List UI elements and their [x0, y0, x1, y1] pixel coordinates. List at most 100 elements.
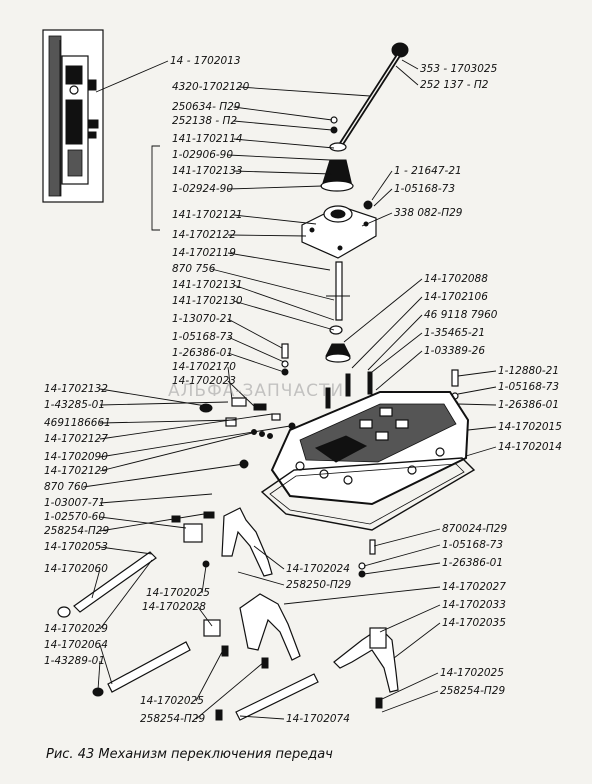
- part-label: 1-05168-73: [172, 331, 233, 343]
- part-label: 1-35465-21: [424, 327, 485, 339]
- part-label: 14-1702088: [424, 273, 488, 285]
- leader-line: [227, 380, 255, 407]
- leader-line: [233, 284, 335, 321]
- leader-line: [373, 528, 441, 547]
- lever-housing: [301, 205, 377, 259]
- part-label: 14-1702132: [44, 383, 108, 395]
- part-label: 258254-П29: [440, 685, 505, 697]
- part-label: 14-1702060: [44, 563, 108, 575]
- part-label: 1-02570-60: [44, 511, 105, 523]
- part-label: 14-1702053: [44, 541, 108, 553]
- leader-line: [227, 352, 285, 373]
- leader-line: [239, 86, 371, 97]
- part-label: 1-26386-01: [442, 557, 503, 569]
- leader-line: [227, 154, 331, 161]
- detent-parts: [199, 397, 296, 469]
- leader-line: [467, 426, 497, 431]
- leader-line: [351, 296, 423, 369]
- leader-line: [197, 606, 213, 627]
- part-label: 1 - 21647-21: [394, 165, 462, 177]
- leader-line: [395, 65, 419, 86]
- leader-line: [227, 252, 331, 271]
- leader-line: [99, 401, 229, 406]
- leader-line: [227, 318, 283, 349]
- part-label: 141-1702131: [172, 279, 243, 291]
- part-label: 870024-П29: [442, 523, 507, 535]
- part-label: 14-1702064: [44, 639, 108, 651]
- leader-line: [373, 188, 393, 207]
- lever-rod: [325, 261, 351, 363]
- leader-line: [393, 622, 441, 659]
- leader-line: [457, 386, 497, 395]
- leader-line: [381, 690, 439, 713]
- part-label: 870 760: [44, 481, 88, 493]
- leader-line: [363, 562, 441, 575]
- leader-line: [195, 661, 265, 720]
- part-label: 1-02924-90: [172, 183, 233, 195]
- leader-line: [239, 715, 285, 720]
- gear-lever: [330, 42, 409, 148]
- leader-line: [233, 138, 335, 149]
- part-label: 14-1702015: [498, 421, 562, 433]
- leader-line: [83, 463, 245, 488]
- part-label: 14-1702122: [172, 229, 236, 241]
- shift-fork-upper: [171, 507, 273, 577]
- part-label: 4691186661: [44, 417, 111, 429]
- leader-line: [233, 106, 333, 121]
- leader-line: [99, 546, 153, 555]
- leader-line: [99, 493, 213, 504]
- leader-line: [99, 644, 113, 685]
- part-label: 1-05168-73: [394, 183, 455, 195]
- part-label: 14-1702106: [424, 291, 488, 303]
- leader-line: [343, 278, 423, 343]
- leader-line: [97, 660, 101, 691]
- part-label: 14 - 1702013: [170, 55, 241, 67]
- part-label: 1-03389-26: [424, 345, 485, 357]
- inset-sectional-view: [42, 29, 104, 203]
- leader-line: [379, 604, 441, 633]
- leader-line: [457, 370, 497, 377]
- part-label: 14-1702025: [440, 667, 504, 679]
- leader-line: [363, 544, 441, 567]
- leader-line: [233, 214, 317, 225]
- part-label: 14-1702035: [442, 617, 506, 629]
- leader-line: [283, 586, 441, 605]
- part-label: 1-43289-01: [44, 655, 105, 667]
- part-label: 1-05168-73: [498, 381, 559, 393]
- leader-line: [233, 170, 333, 175]
- shifter-cover: [270, 391, 470, 506]
- part-label: 4320-1702120: [172, 81, 250, 93]
- leader-line: [457, 403, 497, 406]
- watermark: АЛЬФА-ЗАПЧАСТИ: [168, 381, 344, 401]
- part-label: 1-02906-90: [172, 149, 233, 161]
- leader-line: [227, 234, 307, 237]
- part-label: 258250-П29: [286, 579, 351, 591]
- part-label: 14-1702025: [146, 587, 210, 599]
- leader-line: [227, 336, 285, 363]
- leader-line: [253, 545, 285, 570]
- part-label: 1-13070-21: [172, 313, 233, 325]
- part-label: 1-03007-71: [44, 497, 105, 509]
- part-label: 14-1702119: [172, 247, 236, 259]
- leader-line: [371, 170, 393, 201]
- leader-line: [237, 571, 285, 586]
- part-label: 14-1702024: [286, 563, 350, 575]
- shift-fork-lower: [333, 627, 399, 693]
- figure-caption: Рис. 43 Механизм переключения передач: [46, 747, 333, 762]
- part-label: 14-1702170: [172, 361, 236, 373]
- part-label: 141-1702133: [172, 165, 243, 177]
- leader-line: [95, 60, 169, 93]
- leader-line: [233, 120, 333, 131]
- shift-fork-middle: [202, 560, 301, 661]
- part-label: 250634- П29: [172, 101, 241, 113]
- leader-lines: [83, 59, 497, 720]
- cover-gasket: [260, 457, 476, 531]
- part-label: 1-05168-73: [442, 539, 503, 551]
- lever-boot: [320, 142, 373, 210]
- part-label: 14-1702090: [44, 451, 108, 463]
- leader-line: [233, 300, 335, 331]
- leader-line: [201, 565, 207, 594]
- part-label: 1-26386-01: [172, 347, 233, 359]
- part-label: 141-1702121: [172, 209, 243, 221]
- part-label: 14-1702025: [140, 695, 204, 707]
